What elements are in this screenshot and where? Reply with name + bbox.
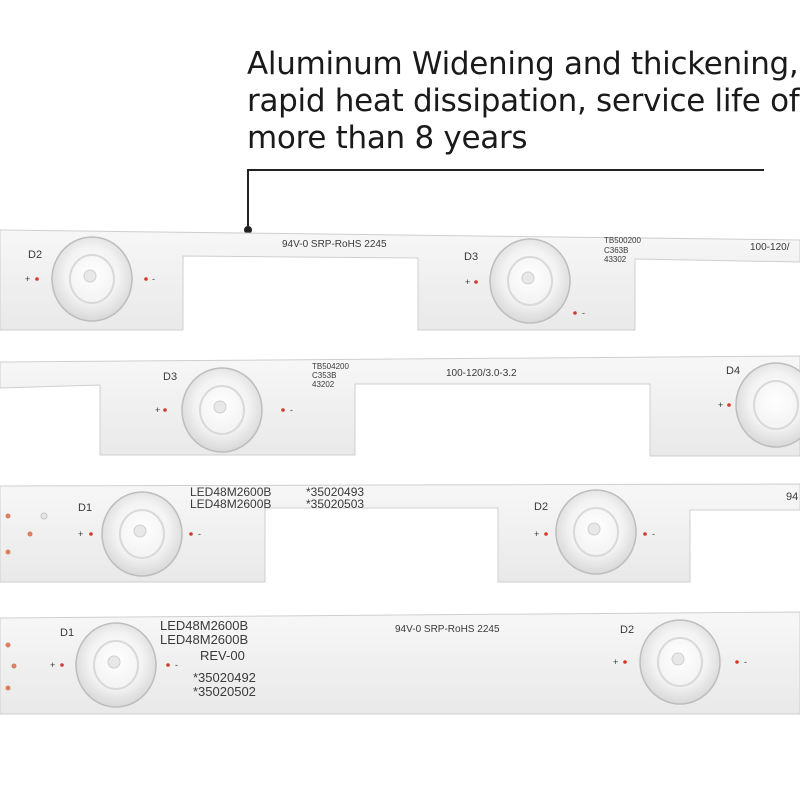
headline-text: Aluminum Widening and thickening, rapid … <box>247 46 800 157</box>
led-lens <box>489 238 571 324</box>
strip1-code-2: C363B <box>604 246 628 255</box>
strip2-plus-1: + <box>155 405 160 415</box>
strip1-plus-2: + <box>465 277 470 287</box>
strip4-serial-1: *35020492 <box>193 670 256 685</box>
strip1-code-1: TB500200 <box>604 236 641 245</box>
strip3-minus-2: - <box>652 529 655 539</box>
strip3-serial-2: *35020503 <box>306 497 364 511</box>
callout-line <box>244 169 764 234</box>
strip3-plus-2: + <box>534 529 539 539</box>
strip1-label-d3: D3 <box>464 251 478 263</box>
strip1-voltage: 100-120/ <box>750 242 790 253</box>
strip1-minus-1: - <box>152 274 155 284</box>
strip3-model-2: LED48M2600B <box>190 497 271 511</box>
strip2-voltage: 100-120/3.0-3.2 <box>446 368 517 379</box>
strip2-label-d3: D3 <box>163 371 177 383</box>
headline-line-2: rapid heat dissipation, service life of <box>247 83 800 119</box>
led-strip-1: D2 D3 94V-0 SRP-RoHS 2245 TB500200 C363B… <box>0 229 800 331</box>
led-lens <box>51 236 133 322</box>
led-lens <box>101 491 183 577</box>
strip3-model-1: LED48M2600B <box>190 485 271 499</box>
headline-line-3: more than 8 years <box>247 120 528 156</box>
led-lens <box>181 367 263 453</box>
strip4-minus-1: - <box>175 660 178 670</box>
strip3-label-d1: D1 <box>78 502 92 514</box>
strip4-label-d2: D2 <box>620 624 634 636</box>
led-lens <box>639 619 721 705</box>
strip4-plus-2: + <box>613 657 618 667</box>
strip2-code-1: TB504200 <box>312 362 349 371</box>
strip2-minus-1: - <box>290 405 293 415</box>
led-lens <box>735 362 800 448</box>
strip3-minus-1: - <box>198 529 201 539</box>
led-strip-4: D1 D2 LED48M2600B LED48M2600B REV-00 *35… <box>0 611 800 715</box>
strip4-model-1: LED48M2600B <box>160 618 248 633</box>
strip4-minus-2: - <box>744 657 747 667</box>
strip1-plus-1: + <box>25 274 30 284</box>
strip3-serial-1: *35020493 <box>306 485 364 499</box>
strip4-rev: REV-00 <box>200 648 245 663</box>
strip2-code-3: 43202 <box>312 380 335 389</box>
led-lens <box>555 489 637 575</box>
strip1-label-d2: D2 <box>28 249 42 261</box>
led-lens <box>75 622 157 708</box>
strip3-edge-text: 94 <box>786 491 798 503</box>
strip4-serial-2: *35020502 <box>193 684 256 699</box>
strip4-label-d1: D1 <box>60 627 74 639</box>
strip1-minus-2: - <box>582 308 585 318</box>
strip1-code-3: 43302 <box>604 255 627 264</box>
strip2-label-d4: D4 <box>726 365 740 377</box>
strip2-code-2: C353B <box>312 371 336 380</box>
strip4-rohs-text: 94V-0 SRP-RoHS 2245 <box>395 624 500 635</box>
led-strip-3: D1 D2 LED48M2600B LED48M2600B *35020493 … <box>0 483 800 583</box>
strip1-rohs-text: 94V-0 SRP-RoHS 2245 <box>282 239 387 250</box>
led-strip-2: D3 D4 TB504200 C353B 43202 100-120/3.0-3… <box>0 355 800 457</box>
strip2-plus-2: + <box>718 400 723 410</box>
strip4-model-2: LED48M2600B <box>160 632 248 647</box>
strip4-plus-1: + <box>50 660 55 670</box>
headline-line-1: Aluminum Widening and thickening, <box>247 46 799 82</box>
strip3-plus-1: + <box>78 529 83 539</box>
strip3-label-d2: D2 <box>534 501 548 513</box>
